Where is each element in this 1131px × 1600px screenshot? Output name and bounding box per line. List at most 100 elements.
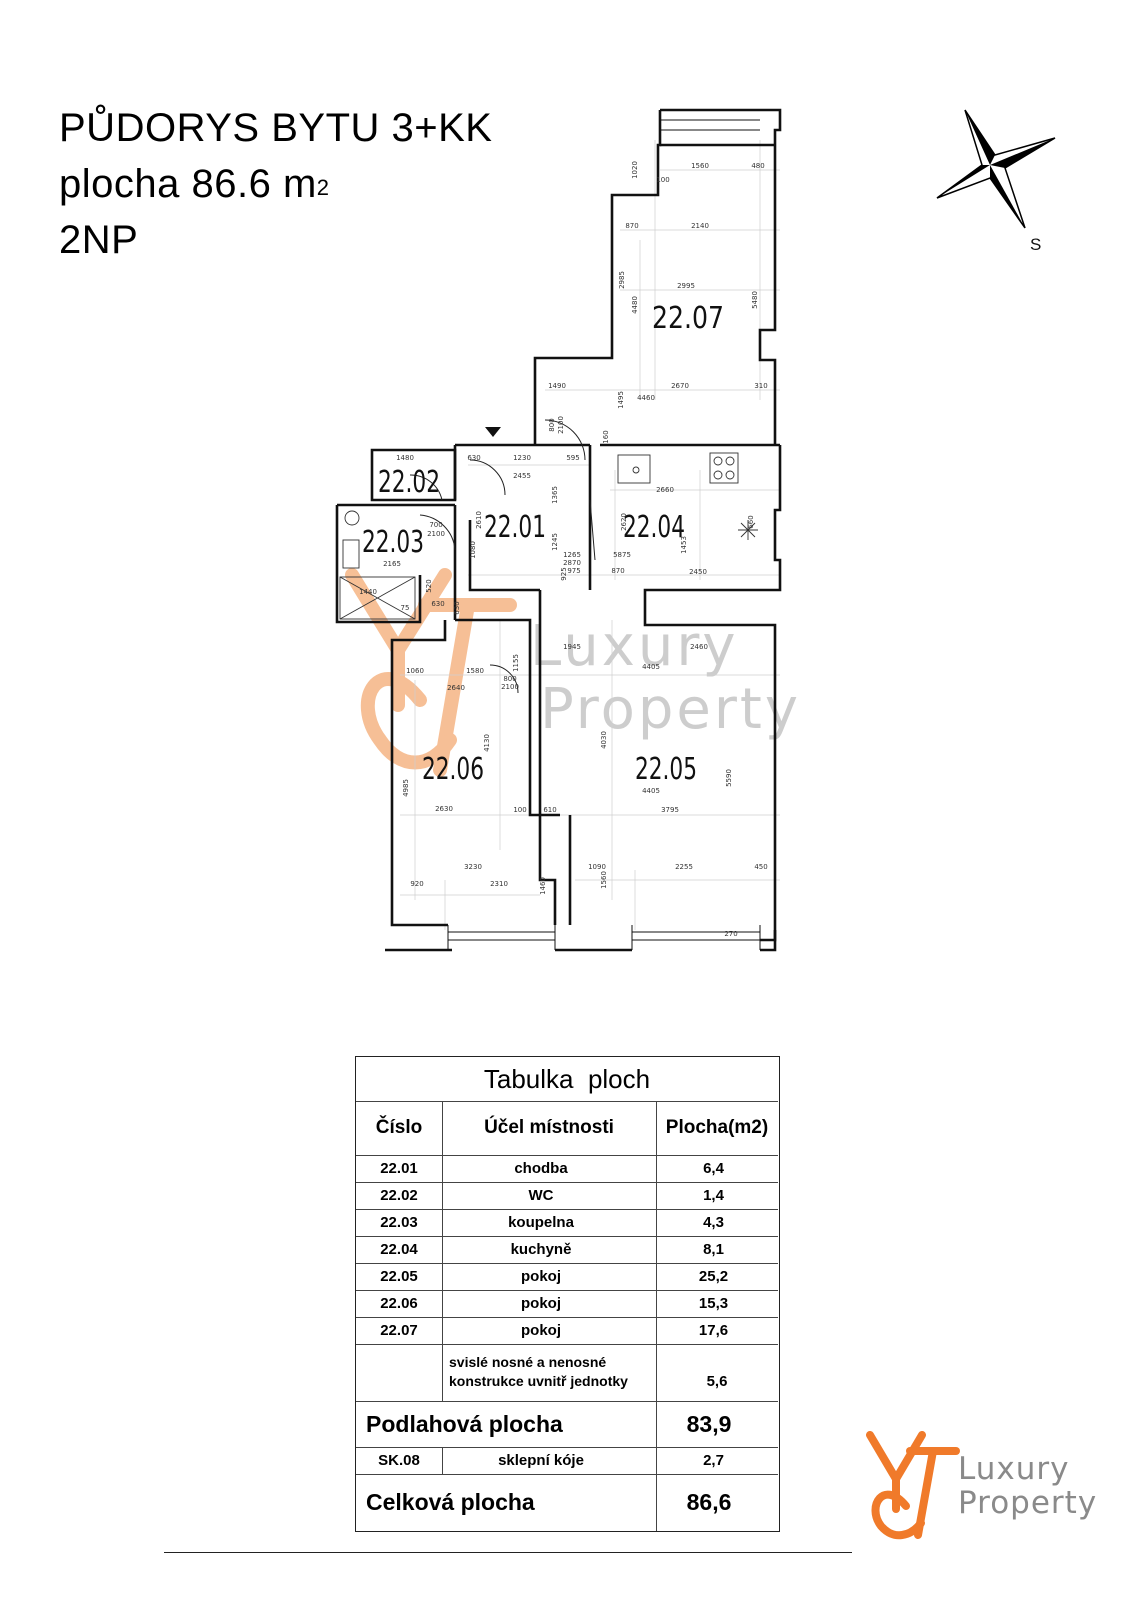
dimension-label: 2450 [689,568,707,576]
entrance-arrow-icon [485,427,501,437]
dimension-label: 595 [566,454,579,462]
dimension-label: 310 [754,382,767,390]
divider [356,1101,778,1102]
compass-label: S [1030,235,1041,254]
dimension-label: 4405 [642,787,660,795]
toilet-icon [344,510,360,526]
sklep-plocha: 2,7 [703,1452,724,1469]
dimension-label: 1245 [551,533,559,551]
dimension-label: 4030 [600,731,608,749]
brand-logo-mark [866,1431,960,1540]
dimension-label: 2100 [557,416,565,434]
dimension-label: 450 [754,863,767,871]
dimension-label: 2165 [383,560,401,568]
dimension-label: 610 [543,806,556,814]
dimension-label: 1230 [513,454,531,462]
table-cell-ucel: pokoj [521,1322,561,1339]
dimension-label: 5590 [725,769,733,787]
dimension-label: 100 [656,176,669,184]
title-line-1: PŮDORYS BYTU 3+KK [59,106,493,150]
dimension-label: 2870 [563,559,581,567]
room-label-22-06: 22.06 [422,752,484,787]
dimension-label: 2140 [691,222,709,230]
area-text: plocha 86.6 m [59,162,317,206]
dimension-label: 2310 [490,880,508,888]
sklep-cislo: SK.08 [378,1452,420,1469]
brand-logo-line-1: Luxury [958,1451,1069,1487]
dimension-label: 1090 [588,863,606,871]
title-line-3: 2NP [59,218,139,262]
cooktop-icon [709,452,739,484]
area-unit-exponent: 2 [316,175,330,200]
dimension-label: 1460 [539,877,547,895]
shower-icon [339,576,416,620]
dimension-label: 4460 [637,394,655,402]
dimension-label: 100 [513,806,526,814]
dimension-label: 800 [548,418,556,431]
table-row-divider [356,1263,778,1264]
dimension-label: 1440 [359,588,377,596]
washbasin-icon [342,539,360,569]
konstrukce-line-1: svislé nosné a nenosné [449,1354,607,1370]
divider [442,1101,443,1401]
table-cell-plocha: 15,3 [698,1295,729,1312]
dimension-label: 975 [567,567,580,575]
dimension-label: 2460 [690,643,708,651]
celkova-label: Celková plocha [366,1489,535,1515]
table-cell-plocha: 8,1 [703,1241,724,1258]
table-cell-cislo: 22.04 [380,1241,418,1258]
page-title: PŮDORYS BYTU 3+KK plocha 86.6 m2 2NP [59,100,492,268]
dimension-label: 2995 [677,282,695,290]
plan-windows [447,119,761,950]
plan-fixtures [339,452,758,620]
title-line-2: plocha 86.6 m2 [59,156,492,212]
dimension-label: 1480 [396,454,414,462]
table-cell-cislo: 22.01 [380,1160,418,1177]
dimension-label: 700 [429,521,442,529]
table-cell-cislo: 22.06 [380,1295,418,1312]
table-cell-ucel: koupelna [508,1214,574,1231]
table-cell-plocha: 1,4 [703,1187,724,1204]
dimension-label: 3795 [661,806,679,814]
podlahova-value: 83,9 [686,1410,732,1437]
dimension-label: 925 [560,567,568,580]
room-label-22-02: 22.02 [378,465,440,500]
room-label-22-05: 22.05 [635,752,697,787]
table-cell-plocha: 4,3 [703,1214,724,1231]
dimension-label: 630 [431,600,444,608]
room-label-22-03: 22.03 [362,525,424,560]
dimension-label: 2255 [675,863,693,871]
dimension-label: 2100 [427,530,445,538]
table-cell-cislo: 22.05 [380,1268,418,1285]
table-cell-plocha: 17,6 [698,1322,729,1339]
header-plocha: Plocha(m2) [665,1117,769,1138]
table-cell-ucel: WC [528,1187,554,1204]
dimension-label: 870 [625,222,638,230]
brand-logo-line-2: Property [958,1485,1096,1521]
dimension-label: 2985 [618,271,626,289]
dimension-label: 4985 [402,779,410,797]
plan-doors [409,419,596,694]
table-cell-ucel: kuchyně [510,1241,572,1258]
dimension-label: 1060 [406,667,424,675]
dimension-label: 1365 [551,486,559,504]
konstrukce-label: svislé nosné a nenosné konstrukce uvnitř… [449,1343,656,1401]
dimension-label: 630 [453,601,461,614]
dimension-label: 5480 [751,291,759,309]
room-labels: 22.07 22.02 22.01 22.04 22.03 22.06 22.0… [362,301,724,787]
dimension-label: 2670 [671,382,689,390]
dimension-label: 4130 [483,734,491,752]
dimension-label: 2640 [447,684,465,692]
divider [356,1447,778,1448]
dimension-label: 1265 [563,551,581,559]
dimension-label: 2455 [513,472,531,480]
divider [656,1101,657,1531]
dimension-label: 1560 [600,871,608,889]
dimension-label: 1945 [563,643,581,651]
table-row-divider [356,1236,778,1237]
sklep-ucel: sklepní kóje [498,1452,584,1469]
dimension-label: 2620 [620,513,628,531]
dimension-label: 660 [747,515,755,528]
dimension-label: 1560 [691,162,709,170]
